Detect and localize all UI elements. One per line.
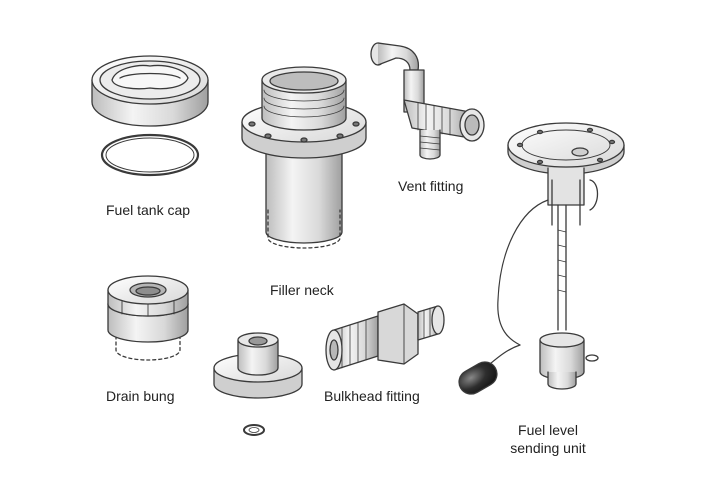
filler-neck-label: Filler neck bbox=[270, 282, 334, 298]
bulkhead-fitting-label: Bulkhead fitting bbox=[324, 388, 420, 404]
sending-unit-drawing bbox=[458, 122, 625, 395]
drain-bung-drawing bbox=[107, 275, 189, 361]
vent-fitting-label: Vent fitting bbox=[398, 178, 464, 194]
bulkhead-fitting-drawing bbox=[325, 303, 445, 371]
fuel-tank-cap-label: Fuel tank cap bbox=[106, 202, 191, 218]
fuel-tank-cap-drawing bbox=[91, 55, 209, 177]
filler-neck-drawing bbox=[241, 66, 367, 249]
sending-unit-label-line2: sending unit bbox=[510, 440, 586, 456]
drain-bung-label: Drain bung bbox=[106, 388, 175, 404]
sending-unit-label-line1: Fuel level bbox=[518, 422, 578, 438]
flanged-bung-drawing bbox=[213, 332, 303, 436]
sending-unit-label: Fuel level sending unit bbox=[510, 421, 586, 457]
vent-fitting-drawing bbox=[370, 42, 485, 160]
